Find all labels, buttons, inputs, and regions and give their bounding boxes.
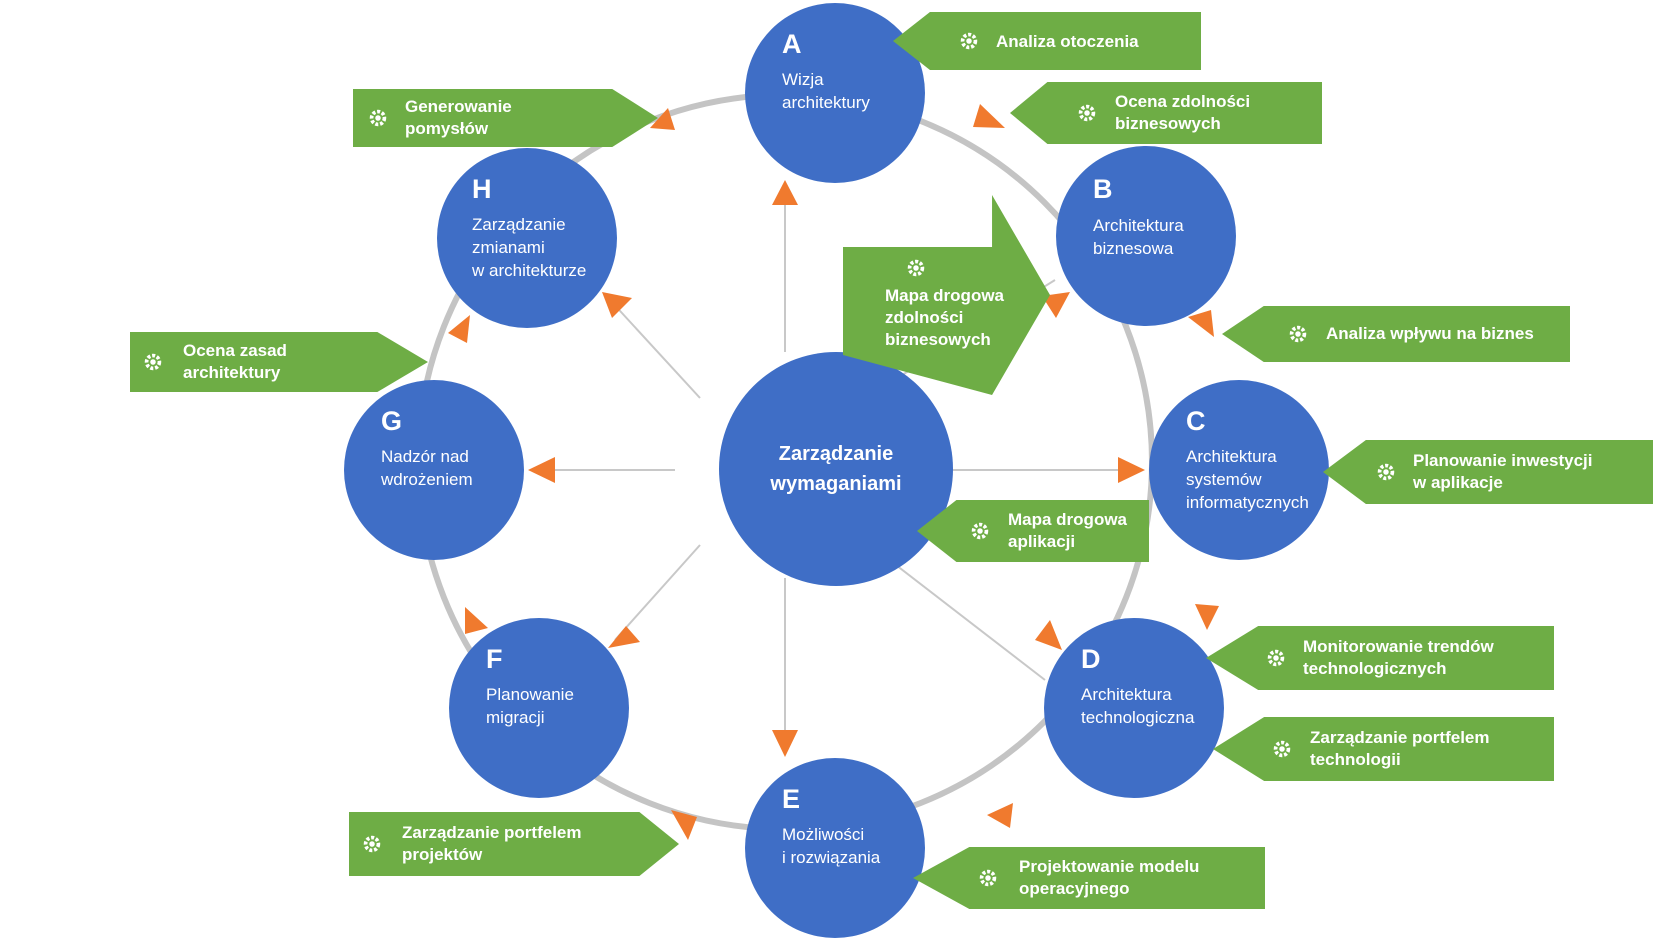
- arrow-ring-fg: [465, 607, 488, 634]
- phase-label: Wizja architektury: [782, 70, 870, 112]
- phase-a-architecture-vision[interactable]: A Wizja architektury: [745, 3, 925, 183]
- tag-label: Analiza wpływu na biznes: [1326, 324, 1534, 343]
- tag-business-capability-roadmap[interactable]: Mapa drogowa zdolności biznesowych: [843, 195, 1050, 395]
- tag-label: Ocena zasad architektury: [183, 341, 287, 382]
- spoke-d: [869, 544, 1046, 681]
- gear-icon: [1377, 463, 1395, 481]
- tag-shape: [130, 332, 428, 392]
- tag-application-roadmap[interactable]: Mapa drogowa aplikacji: [917, 500, 1149, 562]
- tag-label: Zarządzanie portfelem projektów: [402, 823, 582, 864]
- arrow-ring-cd: [1195, 604, 1219, 630]
- phase-label: Architektura systemów informatycznych: [1186, 447, 1309, 512]
- spoke-h: [609, 299, 701, 399]
- phase-letter: E: [782, 784, 801, 814]
- tag-shape: [1010, 82, 1322, 144]
- tag-shape: [353, 89, 658, 147]
- arrow-spoke-h: [602, 292, 632, 318]
- ring-arrows: [448, 104, 1219, 840]
- tag-project-portfolio-management[interactable]: Zarządzanie portfelem projektów: [349, 812, 679, 876]
- tag-label: Mapa drogowa aplikacji: [1008, 510, 1128, 551]
- arrow-spoke-e: [772, 730, 798, 757]
- center-label: Zarządzanie wymaganiami: [770, 443, 902, 495]
- gear-icon: [971, 522, 989, 540]
- phase-e-opportunities-and-solutions[interactable]: E Możliwości i rozwiązania: [745, 758, 925, 938]
- tag-technology-portfolio-management[interactable]: Zarządzanie portfelem technologii: [1213, 717, 1554, 781]
- tag-shape: [1206, 626, 1554, 690]
- tag-label: Projektowanie modelu operacyjnego: [1019, 857, 1200, 898]
- tag-operating-model-design[interactable]: Projektowanie modelu operacyjnego: [913, 847, 1265, 909]
- tag-label: Planowanie inwestycji w aplikacje: [1413, 451, 1593, 492]
- gear-icon: [363, 835, 381, 853]
- arrow-spoke-f: [608, 626, 640, 648]
- tag-shape: [1222, 306, 1570, 362]
- phase-g-implementation-governance[interactable]: G Nadzór nad wdrożeniem: [344, 380, 524, 560]
- phase-letter: B: [1093, 174, 1113, 204]
- gear-icon: [1273, 740, 1291, 758]
- tag-label: Monitorowanie trendów technologicznych: [1303, 637, 1494, 678]
- arrow-ring-ab: [973, 104, 1005, 128]
- gear-icon: [1078, 104, 1096, 122]
- phase-letter: F: [486, 644, 503, 674]
- gear-icon: [1289, 325, 1307, 343]
- arrow-spoke-d: [1035, 620, 1062, 650]
- phase-label: Architektura technologiczna: [1081, 685, 1195, 727]
- phase-b-business-architecture[interactable]: B Architektura biznesowa: [1056, 146, 1236, 326]
- gear-icon: [144, 353, 162, 371]
- tag-label: Analiza otoczenia: [996, 32, 1139, 51]
- phase-d-technology-architecture[interactable]: D Architektura technologiczna: [1044, 618, 1224, 798]
- requirements-management-hub[interactable]: Zarządzanie wymaganiami: [719, 352, 953, 586]
- tag-business-impact-analysis[interactable]: Analiza wpływu na biznes: [1222, 306, 1570, 362]
- arrow-ring-ef: [671, 810, 697, 840]
- spoke-f: [614, 544, 701, 641]
- gear-icon: [979, 869, 997, 887]
- phase-letter: D: [1081, 644, 1101, 674]
- tag-application-investment-planning[interactable]: Planowanie inwestycji w aplikacje: [1323, 440, 1653, 504]
- arrow-ring-gh: [448, 315, 470, 343]
- tag-environment-analysis[interactable]: Analiza otoczenia: [893, 12, 1201, 70]
- tag-shape: [349, 812, 679, 876]
- tag-shape: [913, 847, 1265, 909]
- tag-shape: [1213, 717, 1554, 781]
- phase-label: Architektura biznesowa: [1093, 216, 1184, 258]
- tag-architecture-principles-assessment[interactable]: Ocena zasad architektury: [130, 332, 428, 392]
- tag-shape: [917, 500, 1149, 562]
- spoke-arrows: [528, 180, 1145, 757]
- tag-business-capability-assessment[interactable]: Ocena zdolności biznesowych: [1010, 82, 1322, 144]
- phase-c-information-systems-architecture[interactable]: C Architektura systemów informatycznych: [1149, 380, 1329, 560]
- phase-letter: G: [381, 406, 403, 436]
- arrow-ring-ha: [650, 108, 675, 130]
- tag-idea-generation[interactable]: Generowanie pomysłów: [353, 89, 658, 147]
- gear-icon: [907, 259, 925, 277]
- arrow-ring-bc: [1188, 310, 1214, 337]
- tag-label: Zarządzanie portfelem technologii: [1310, 728, 1490, 769]
- phase-letter: A: [782, 29, 802, 59]
- phase-letter: C: [1186, 406, 1206, 436]
- tag-label: Mapa drogowa zdolności biznesowych: [885, 286, 1005, 349]
- tag-label: Generowanie pomysłów: [405, 97, 512, 138]
- phase-label: Zarządzanie zmianami w architekturze: [472, 215, 587, 280]
- arrow-spoke-c: [1118, 457, 1145, 483]
- gear-icon: [960, 32, 978, 50]
- phase-label: Nadzór nad wdrożeniem: [381, 447, 473, 489]
- arrow-spoke-b: [1042, 292, 1070, 318]
- phase-label: Planowanie migracji: [486, 685, 574, 727]
- gear-icon: [1267, 649, 1285, 667]
- phase-h-architecture-change-management[interactable]: H Zarządzanie zmianami w architekturze: [437, 148, 617, 328]
- tag-shape: [893, 12, 1201, 70]
- phase-letter: H: [472, 174, 492, 204]
- tag-technology-trend-monitoring[interactable]: Monitorowanie trendów technologicznych: [1206, 626, 1554, 690]
- arrow-spoke-g: [528, 457, 555, 483]
- tag-label: Ocena zdolności biznesowych: [1115, 92, 1251, 133]
- phase-f-migration-planning[interactable]: F Planowanie migracji: [449, 618, 629, 798]
- arrow-ring-de: [987, 803, 1013, 828]
- arrow-spoke-a: [772, 180, 798, 205]
- gear-icon: [369, 109, 387, 127]
- phase-label: Możliwości i rozwiązania: [782, 825, 881, 867]
